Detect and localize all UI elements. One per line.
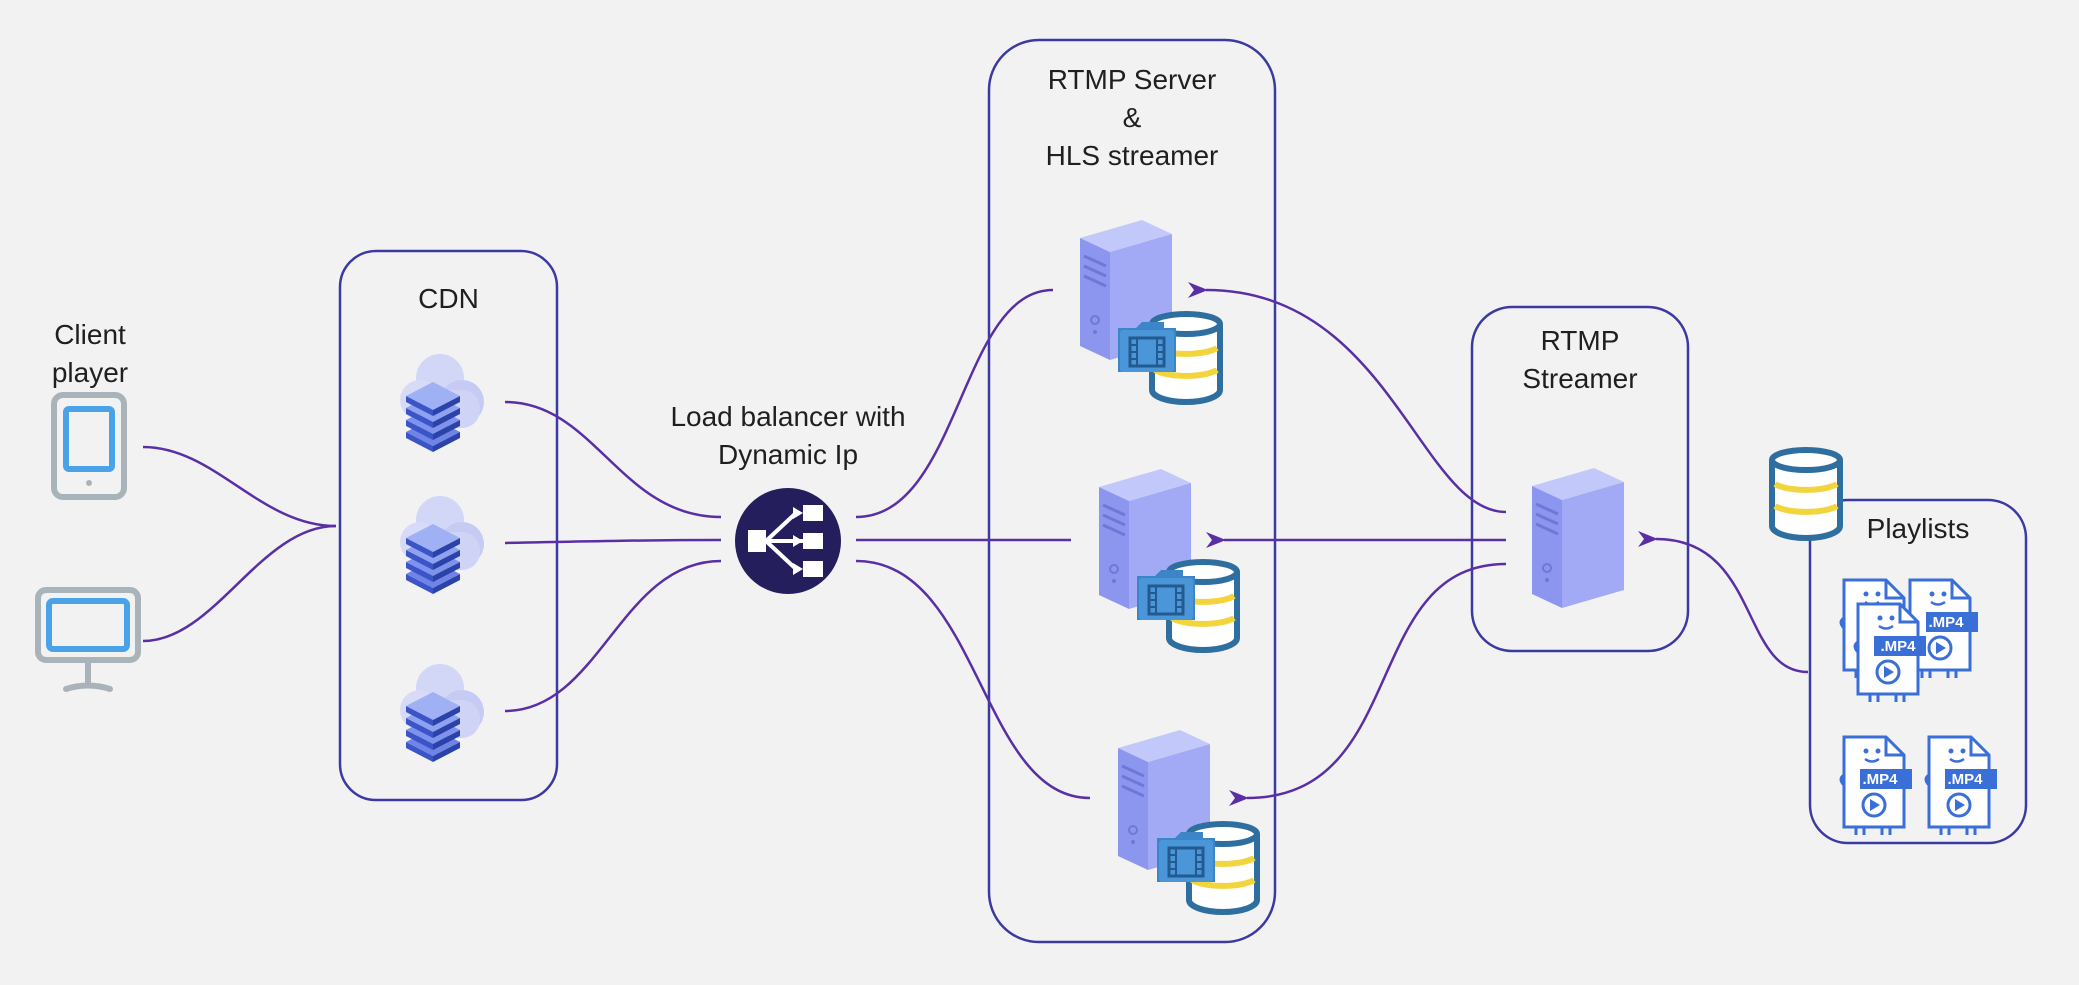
rtmp-server-3 xyxy=(1116,728,1257,912)
connector-playlists-streamer xyxy=(1637,530,1809,674)
monitor-icon xyxy=(38,590,138,689)
playlists-group xyxy=(1808,498,2028,845)
server-tower-icon xyxy=(1530,466,1626,610)
rtmp-server-group xyxy=(987,38,1277,944)
rtmp-streamer-label-line-2: Streamer xyxy=(1522,363,1638,394)
cdn-label: CDN xyxy=(418,283,479,314)
file-badge-label: .MP4 xyxy=(1947,771,1983,788)
file-badge-label: .MP4 xyxy=(1928,614,1964,631)
load-balancer-label: Load balancer with Dynamic Ip xyxy=(640,398,936,474)
file-badges: .MP4 .MP4 .MP4 .MP4 xyxy=(1862,614,1983,788)
connector-cdn1-lb xyxy=(504,400,722,519)
file-badge-label: .MP4 xyxy=(1880,638,1916,655)
client-label-line-2: player xyxy=(51,357,129,388)
video-folder-icon xyxy=(1135,568,1197,622)
connector-cdn2-lb xyxy=(504,538,722,545)
rtmp-server-label-line-1: RTMP Server xyxy=(1047,64,1217,95)
tablet-icon xyxy=(54,395,124,497)
rtmp-server-label-line-2: & xyxy=(1122,102,1142,133)
connector-streamer-server1 xyxy=(1187,281,1507,514)
client-player-label: Client player xyxy=(20,316,160,392)
rtmp-streamer-group xyxy=(1470,305,1690,653)
load-balancer-label-line-2: Dynamic Ip xyxy=(717,439,859,470)
rtmp-streamer-label: RTMP Streamer xyxy=(1472,322,1688,398)
cloud-server-stack-icon xyxy=(400,354,484,452)
connector-lb-server1 xyxy=(855,288,1054,519)
playlists-label: Playlists xyxy=(1866,513,1970,544)
cloud-server-stack-icon xyxy=(400,664,484,762)
rtmp-server-1 xyxy=(1078,218,1220,402)
rtmp-server-2 xyxy=(1097,467,1237,650)
file-badge-label: .MP4 xyxy=(1862,771,1898,788)
client-label-line-1: Client xyxy=(54,319,126,350)
video-folder-icon xyxy=(1155,830,1217,884)
connector-monitor-cdn xyxy=(142,524,337,643)
cloud-server-stack-icon xyxy=(400,496,484,594)
video-folder-icon xyxy=(1116,320,1178,374)
connectors xyxy=(142,281,1809,807)
load-balancer-label-line-1: Load balancer with xyxy=(670,401,906,432)
rtmp-server-label: RTMP Server & HLS streamer xyxy=(989,61,1275,175)
media-file-cluster xyxy=(1839,578,1999,837)
connector-streamer-server3 xyxy=(1228,562,1507,807)
connector-lb-server3 xyxy=(855,559,1091,800)
rtmp-server-label-line-3: HLS streamer xyxy=(1045,140,1219,171)
cdn-group xyxy=(338,249,559,802)
connector-tablet-cdn xyxy=(142,445,337,528)
rtmp-streamer-label-line-1: RTMP xyxy=(1540,325,1620,356)
connector-cdn3-lb xyxy=(504,559,722,713)
load-balancer-icon xyxy=(735,488,841,594)
